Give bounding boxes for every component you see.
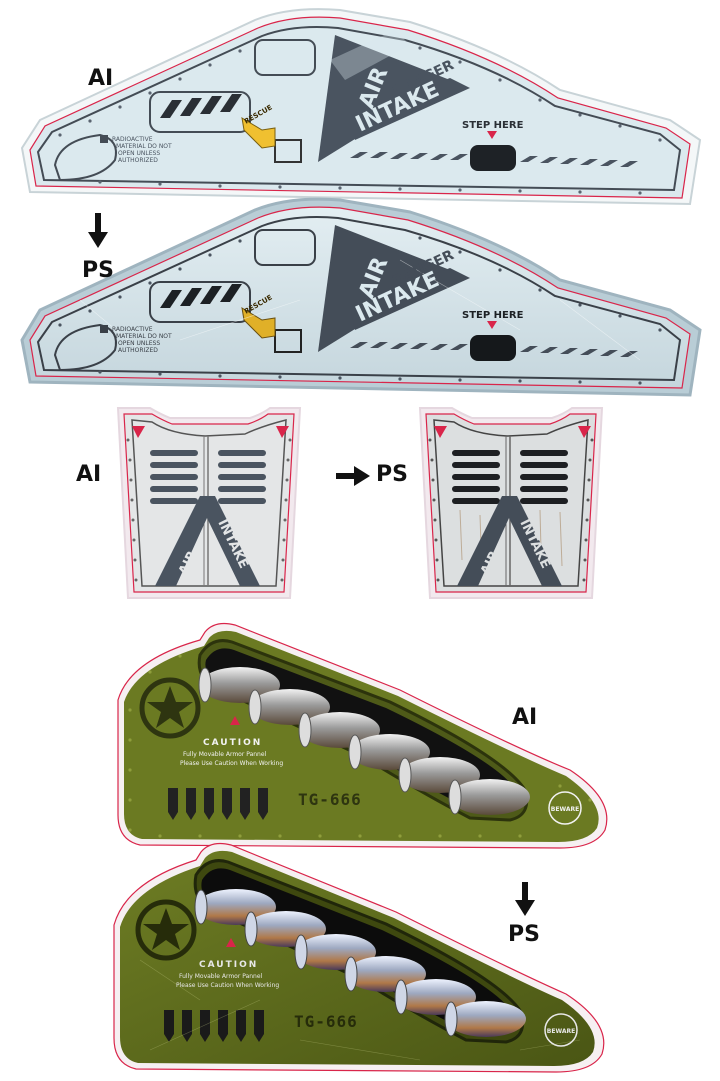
wing-warning-line-4: AUTHORIZED [118, 157, 158, 164]
armor-caution-line-2: Please Use Caution When Working [180, 760, 283, 767]
label-ai-2: AI [76, 462, 102, 487]
wing-panel-ps [20, 197, 702, 397]
star-emblem-icon-2 [135, 899, 197, 961]
wing-warning-line-1: RADIOACTIVE [112, 136, 153, 143]
armor-badge-text: BEWARE [551, 806, 579, 813]
armor-panel-ai [117, 622, 608, 849]
star-emblem-icon [139, 677, 201, 739]
wing-warning-line-3: OPEN UNLESS [118, 150, 160, 157]
armor-ps-badge-text: BEWARE [547, 1028, 575, 1035]
hatch-panel-ps [418, 407, 604, 599]
armor-panel-ps [113, 842, 605, 1073]
wing-step-here-text: STEP HERE [462, 120, 524, 131]
armor-code-text: TG-666 [298, 790, 362, 809]
label-ps-1: PS [82, 258, 114, 283]
wing-ps-warning-line-4: AUTHORIZED [118, 347, 158, 354]
armor-ps-caution-line-2: Please Use Caution When Working [176, 982, 279, 989]
armor-caution-line-1: Fully Movable Armor Pannel [183, 751, 267, 758]
armor-ps-caution-line-1: Fully Movable Armor Pannel [179, 973, 263, 980]
arrow-right-icon [336, 466, 370, 486]
label-ai-1: AI [88, 66, 114, 91]
arrow-down-icon [88, 213, 108, 248]
wing-warning-line-2: MATERIAL DO NOT [116, 143, 172, 150]
bomb-row-icon-2 [164, 1010, 264, 1042]
wing-ps-warning-line-2: MATERIAL DO NOT [116, 333, 172, 340]
wing-ps-step-here-text: STEP HERE [462, 310, 524, 321]
arrow-down-icon-2 [515, 882, 535, 916]
armor-ps-code-text: TG-666 [294, 1012, 358, 1031]
label-ps-3: PS [508, 922, 540, 947]
armor-ps-caution-text: CAUTION [199, 960, 258, 970]
label-ai-3: AI [512, 705, 538, 730]
wing-panel-ai [20, 8, 702, 206]
wing-ps-warning-line-3: OPEN UNLESS [118, 340, 160, 347]
wing-ps-warning-line-1: RADIOACTIVE [112, 326, 153, 333]
armor-caution-text: CAUTION [203, 738, 262, 748]
hatch-panel-ai [116, 407, 302, 599]
bomb-row-icon [168, 788, 268, 820]
label-ps-2: PS [376, 462, 408, 487]
